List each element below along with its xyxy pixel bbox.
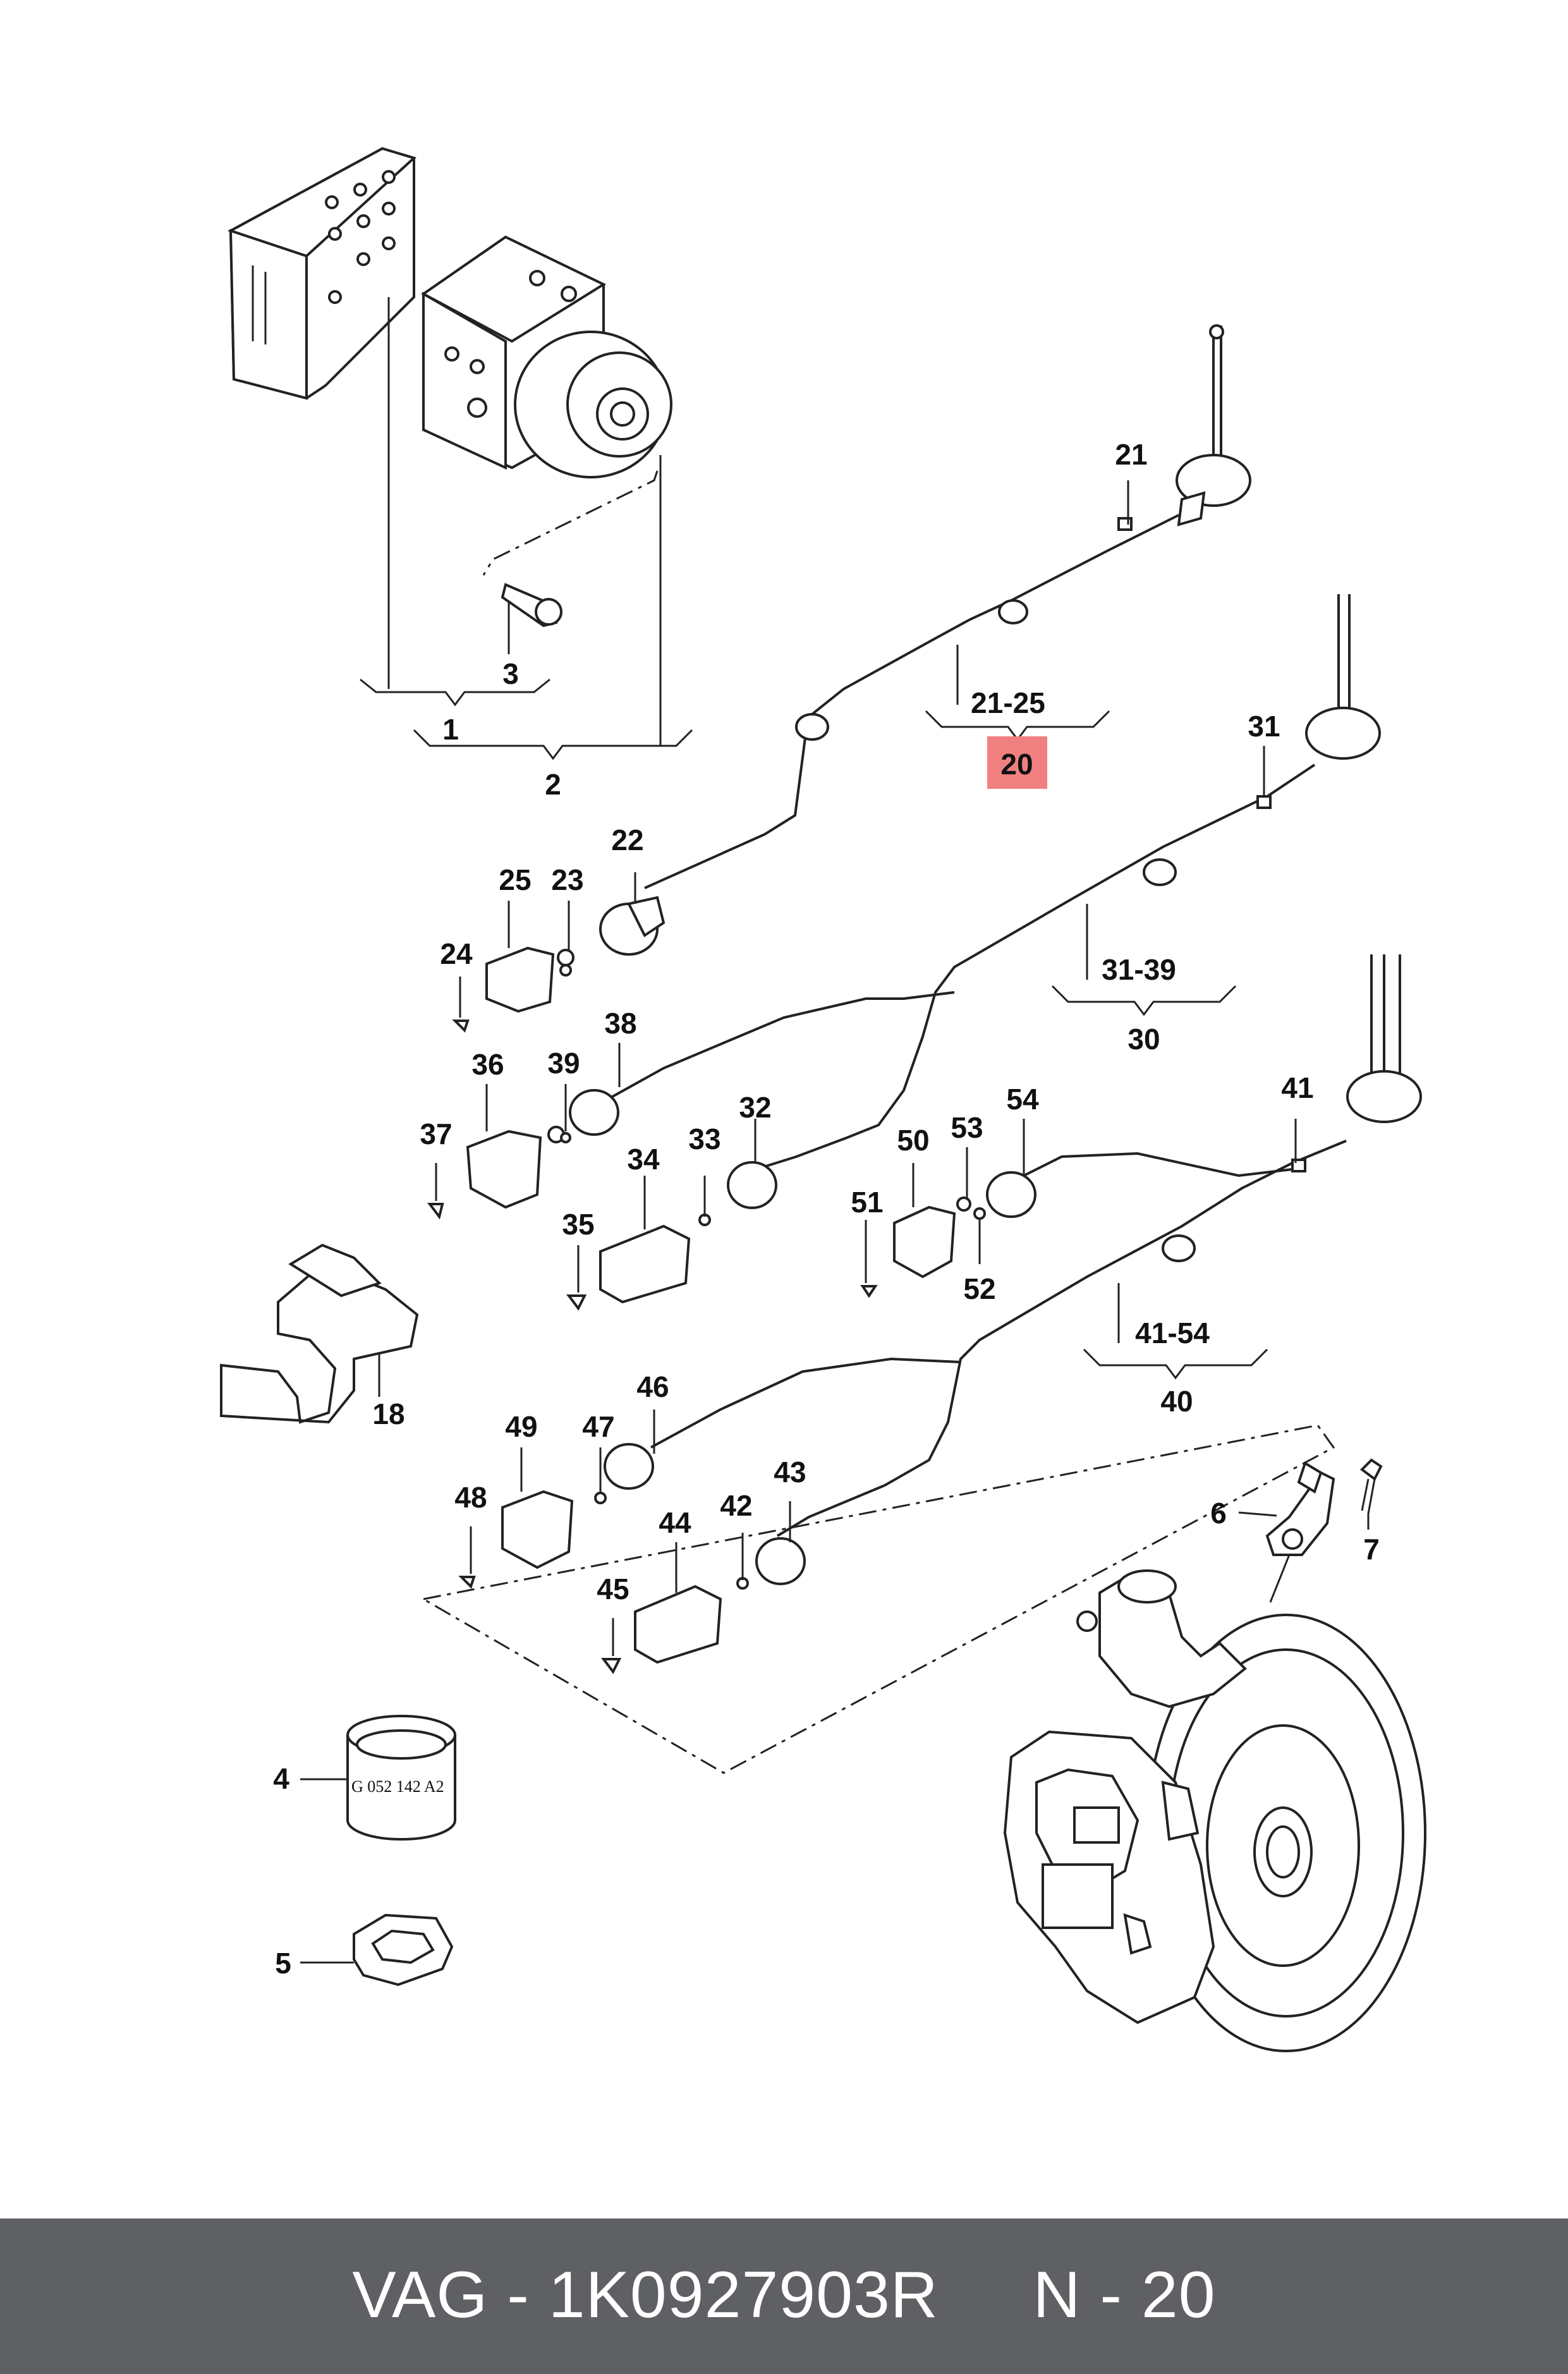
label-40: 40 <box>1160 1385 1193 1418</box>
parts-diagram: G 052 142 A2 1 2 3 4 5 6 7 18 20 21 21-2… <box>220 147 1426 2052</box>
label-50: 50 <box>897 1124 929 1157</box>
label-41: 41 <box>1281 1071 1313 1104</box>
abs-control-unit <box>227 147 416 400</box>
label-18: 18 <box>372 1397 404 1430</box>
label-36: 36 <box>471 1048 504 1081</box>
parts-42-54 <box>458 1119 1025 1674</box>
brake-assembly <box>1003 1569 1426 2052</box>
label-4: 4 <box>273 1762 289 1795</box>
label-49: 49 <box>505 1410 537 1443</box>
label-2: 2 <box>545 768 561 801</box>
label-7: 7 <box>1363 1533 1380 1566</box>
label-20: 20 <box>1000 748 1033 781</box>
screw-3 <box>501 583 562 628</box>
label-31-39: 31-39 <box>1102 953 1176 986</box>
bolt-7 <box>1359 1458 1383 1514</box>
label-41-54: 41-54 <box>1135 1317 1210 1349</box>
label-30: 30 <box>1127 1023 1160 1056</box>
abs-hydraulic-unit <box>421 235 672 478</box>
label-32: 32 <box>739 1091 771 1124</box>
label-23: 23 <box>551 863 583 896</box>
label-1: 1 <box>442 713 459 746</box>
label-37: 37 <box>420 1117 452 1150</box>
part-number-caption: VAG - 1K0927903R N - 20 <box>352 2258 1216 2332</box>
label-21-25: 21-25 <box>971 686 1045 719</box>
label-34: 34 <box>627 1143 660 1176</box>
label-54: 54 <box>1006 1083 1039 1116</box>
label-47: 47 <box>582 1410 614 1443</box>
bracket-18 <box>220 1243 419 1424</box>
label-21: 21 <box>1115 438 1147 471</box>
highlight-box-20 <box>987 736 1047 789</box>
grease-can-4: G 052 142 A2 <box>346 1715 456 1841</box>
label-3: 3 <box>502 657 519 690</box>
label-52: 52 <box>963 1272 995 1305</box>
label-6: 6 <box>1210 1497 1227 1530</box>
label-22: 22 <box>611 824 643 856</box>
label-48: 48 <box>454 1481 487 1514</box>
grease-can-marking: G 052 142 A2 <box>351 1777 444 1796</box>
label-53: 53 <box>951 1111 983 1144</box>
footer-bar: VAG - 1K0927903R N - 20 <box>0 2219 1568 2374</box>
label-31: 31 <box>1248 710 1280 743</box>
wheel-speed-cable-41-54 <box>604 954 1422 1585</box>
label-25: 25 <box>499 863 531 896</box>
grommet-5 <box>353 1913 454 1987</box>
label-43: 43 <box>774 1456 806 1488</box>
parts-22-25 <box>452 872 636 1033</box>
label-51: 51 <box>851 1186 883 1219</box>
label-39: 39 <box>547 1047 580 1080</box>
label-33: 33 <box>688 1123 720 1155</box>
label-42: 42 <box>720 1489 752 1522</box>
label-5: 5 <box>275 1947 291 1980</box>
wheel-speed-cable-31-39 <box>569 594 1381 1209</box>
part-labels: 1 2 3 4 5 6 7 18 20 21 21-25 22 23 24 25… <box>273 438 1380 1980</box>
label-44: 44 <box>659 1506 691 1539</box>
label-45: 45 <box>597 1573 629 1605</box>
label-38: 38 <box>604 1007 636 1040</box>
label-35: 35 <box>562 1208 594 1241</box>
label-24: 24 <box>440 937 473 970</box>
label-46: 46 <box>636 1370 669 1403</box>
parts-32-39 <box>427 1043 757 1311</box>
wheel-speed-cable-21-25 <box>599 324 1251 956</box>
wheel-speed-sensor-6 <box>1265 1461 1335 1556</box>
